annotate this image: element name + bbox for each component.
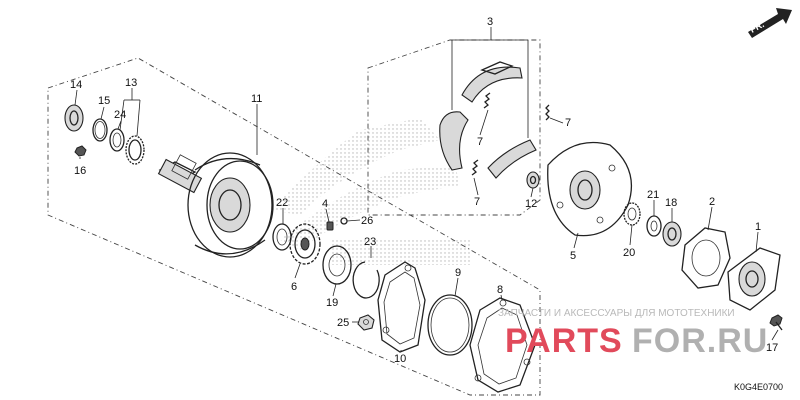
- flange-nut-part: [357, 314, 375, 331]
- drive-nut-part: [662, 221, 682, 247]
- clutch-outer-part: [157, 152, 274, 258]
- callout-2: 2: [709, 196, 715, 208]
- callout-12: 12: [525, 198, 537, 210]
- callout-11: 11: [251, 93, 262, 105]
- callout-15: 15: [98, 95, 110, 107]
- callout-6: 6: [291, 281, 297, 293]
- leader-lines: [74, 27, 779, 352]
- clutch-cover-part: [469, 297, 536, 393]
- cap-gasket-part: [681, 227, 731, 289]
- plain-washer-part: [646, 215, 662, 237]
- oil-seal-part: [64, 104, 84, 132]
- callout-7c: 7: [474, 196, 480, 208]
- front-direction-arrow-icon: FR.: [748, 8, 792, 38]
- o-ring-part: [427, 294, 473, 356]
- callout-13: 13: [125, 77, 137, 89]
- clutch-shoe-part: [439, 61, 537, 179]
- needle-bearing-part: [125, 135, 145, 165]
- callout-18: 18: [665, 197, 677, 209]
- callout-16: 16: [74, 165, 86, 177]
- callout-7a: 7: [477, 136, 483, 148]
- wing-logo-watermark: [270, 118, 470, 265]
- callout-23: 23: [364, 236, 376, 248]
- callout-8: 8: [497, 284, 503, 296]
- callout-14: 14: [70, 79, 82, 91]
- figure-code: K0G4E0700: [734, 382, 783, 392]
- watermark-brand-right: FOR.RU: [632, 322, 768, 360]
- callout-17: 17: [766, 342, 778, 354]
- collar-part: [526, 171, 540, 189]
- callout-1: 1: [755, 221, 761, 233]
- circlip-part: [352, 261, 380, 299]
- callout-10: 10: [394, 353, 406, 365]
- callout-9: 9: [455, 267, 461, 279]
- drive-plate-part: [547, 141, 632, 237]
- callout-3: 3: [487, 16, 493, 28]
- callout-19: 19: [326, 297, 338, 309]
- clutch-assembly-frame: [47, 57, 541, 396]
- callout-21: 21: [647, 189, 659, 201]
- bearing-cap-part: [727, 247, 781, 311]
- side-plate-part: [322, 245, 352, 285]
- lock-washer-part: [623, 202, 641, 226]
- snap-ring-part: [92, 118, 108, 142]
- callout-22: 22: [276, 197, 288, 209]
- callout-20: 20: [623, 247, 635, 259]
- cover-gasket-part: [377, 261, 426, 353]
- washer-part: [109, 128, 125, 152]
- watermark-caption: ЗАПЧАСТИ И АКСЕССУАРЫ ДЛЯ МОТОТЕХНИКИ: [498, 308, 735, 319]
- callout-26: 26: [361, 215, 373, 227]
- callout-4: 4: [322, 198, 328, 210]
- callout-25: 25: [337, 317, 349, 329]
- thrust-washer-part: [272, 223, 292, 251]
- watermark-brand-left: PARTS: [505, 322, 623, 360]
- front-direction-label: FR.: [748, 19, 765, 35]
- callout-24: 24: [114, 109, 126, 121]
- one-way-clutch-part: [289, 223, 321, 265]
- partsfor-logo-watermark: PARTS FOR.RU: [505, 322, 768, 360]
- shoe-spring-part: [471, 92, 550, 176]
- small-nut-part: [74, 145, 87, 157]
- callout-7b: 7: [565, 117, 571, 129]
- drive-plate-frame: [367, 39, 541, 216]
- spring-pin-part: [326, 221, 334, 231]
- flange-bolt-part: [769, 314, 783, 331]
- callout-5: 5: [570, 250, 576, 262]
- callout-labels: 14 15 24 13 16 11 3 7 7 7 12 5 21 18 20 …: [70, 16, 778, 365]
